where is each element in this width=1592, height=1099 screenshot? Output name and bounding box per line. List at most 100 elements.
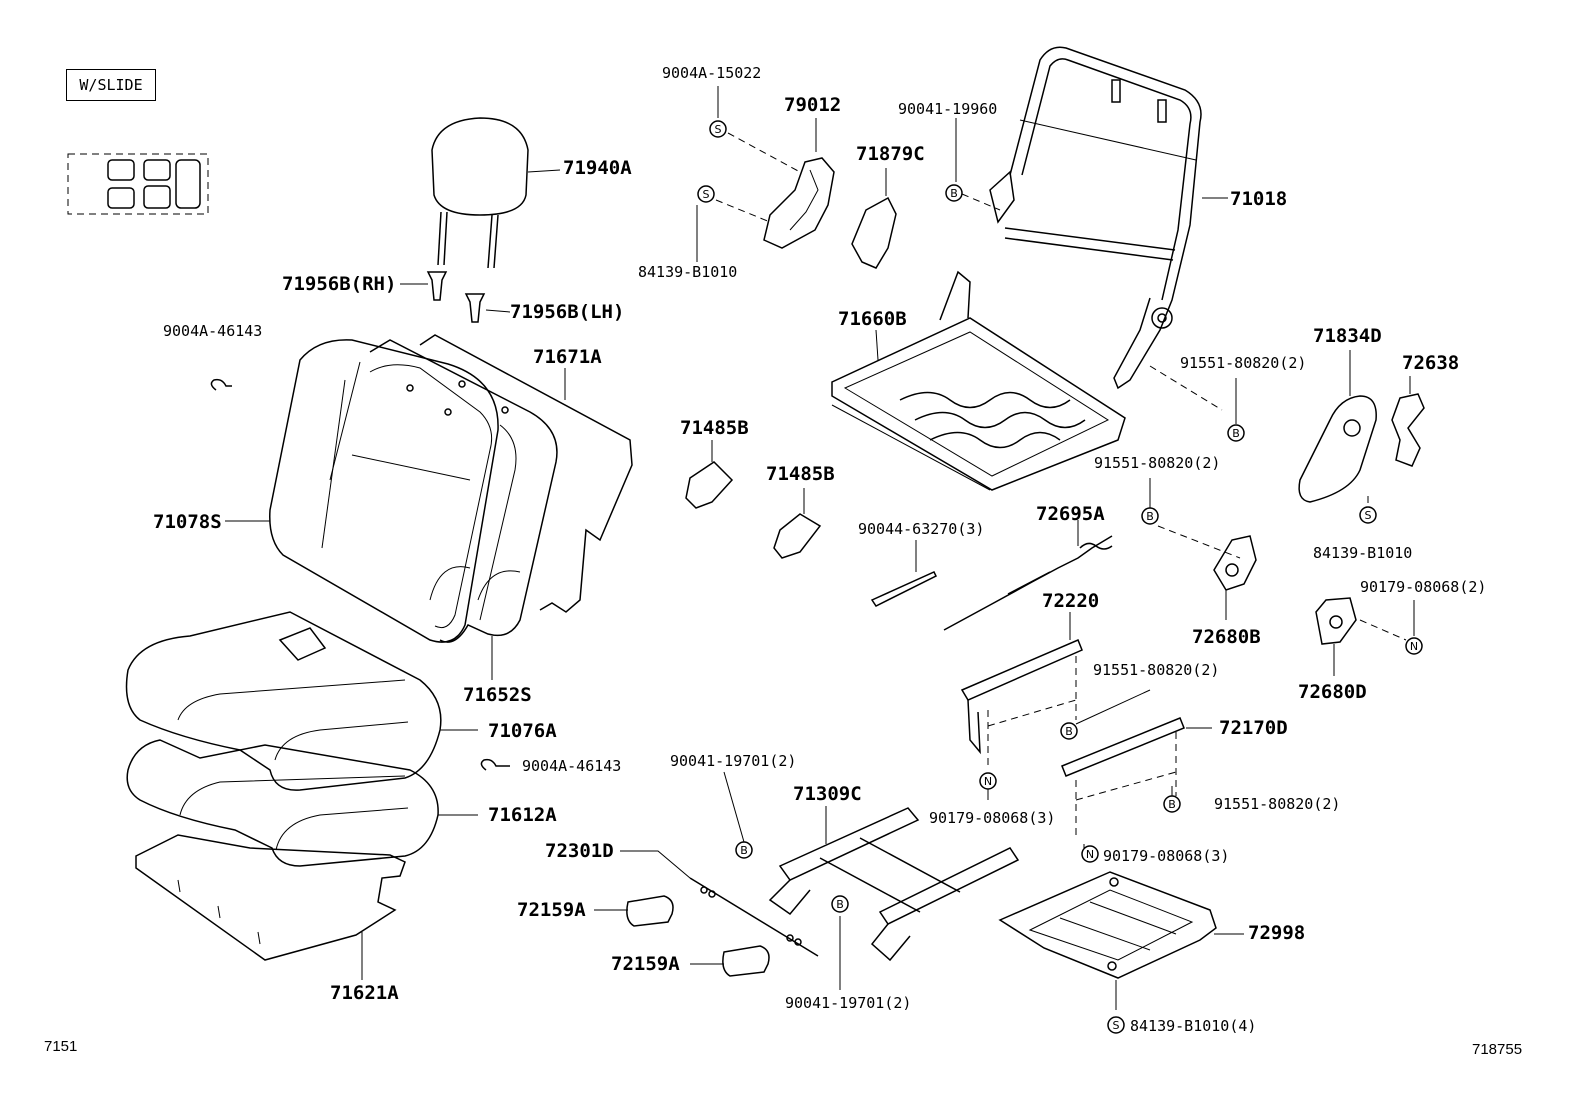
part-label-72998: 72998 (1248, 922, 1306, 944)
release-cable-drawing (943, 520, 1113, 631)
slide-adjuster-drawing (768, 806, 1020, 962)
part-label-91551-80820-c: 91551-80820(2) (1093, 661, 1220, 679)
part-label-72170d: 72170D (1219, 717, 1288, 739)
part-label-71834d: 71834D (1313, 325, 1382, 347)
nut-callout-1: N (1405, 637, 1423, 655)
part-label-72220: 72220 (1042, 590, 1100, 612)
part-label-72680b: 72680B (1192, 626, 1261, 648)
bolt-callout-3: B (1141, 507, 1159, 525)
svg-text:S: S (715, 123, 722, 136)
seat-layout-icon (67, 153, 209, 215)
part-label-71485b-2: 71485B (766, 463, 835, 485)
part-label-72695a: 72695A (1036, 503, 1105, 525)
lock-72680b-drawing (1157, 525, 1257, 620)
part-label-72638: 72638 (1402, 352, 1460, 374)
part-label-90179-08068-mid: 90179-08068(3) (929, 809, 1056, 827)
part-label-90041-19701-bottom: 90041-19701(2) (785, 994, 912, 1012)
part-label-90179-08068-right: 90179-08068(2) (1360, 578, 1487, 596)
recliner-cover-drawing (1298, 350, 1377, 503)
svg-text:N: N (1410, 640, 1418, 653)
part-label-84139-b1010-bottom: 84139-B1010(4) (1130, 1017, 1257, 1035)
svg-text:B: B (1065, 725, 1073, 738)
bolt-callout-6: B (735, 841, 753, 859)
bolt-callout-5: B (1163, 795, 1181, 813)
bolt-callout-7: B (831, 895, 849, 913)
part-label-72680d: 72680D (1298, 681, 1367, 703)
part-label-84139-b1010-right: 84139-B1010 (1313, 544, 1413, 562)
clip-drawing-2 (480, 758, 510, 771)
part-label-71621a: 71621A (330, 982, 399, 1004)
part-label-71956b-rh: 71956B(RH) (282, 273, 397, 295)
svg-text:B: B (1146, 510, 1154, 523)
svg-text:N: N (1086, 848, 1094, 861)
part-label-71671a: 71671A (533, 346, 602, 368)
cover-71879c-drawing (851, 168, 897, 269)
part-label-72159a-2: 72159A (611, 953, 680, 975)
part-label-91551-80820-a: 91551-80820(2) (1180, 354, 1307, 372)
cushion-cover-drawing (125, 611, 478, 791)
screw-callout-2: S (697, 185, 715, 203)
bracket-79012-drawing (696, 86, 835, 262)
headrest-support-drawing (400, 271, 511, 323)
knob-drawing-2 (690, 945, 770, 977)
part-label-71018: 71018 (1230, 188, 1288, 210)
seatback-pad-drawing (369, 339, 558, 680)
part-label-71076a: 71076A (488, 720, 557, 742)
clip-drawing (210, 378, 232, 391)
seatback-cover-drawing (225, 339, 499, 643)
bolt-callout-1: B (945, 184, 963, 202)
callout-leaders (723, 365, 1415, 990)
slide-rail-72170d-drawing (1061, 717, 1212, 840)
part-label-71660b: 71660B (838, 308, 907, 330)
part-label-79012: 79012 (784, 94, 842, 116)
part-label-91551-80820-b: 91551-80820(2) (1094, 454, 1221, 472)
screw-callout-4: S (1107, 1016, 1125, 1034)
part-label-72301d: 72301D (545, 840, 614, 862)
svg-text:S: S (703, 188, 710, 201)
seatback-board-drawing (419, 334, 633, 613)
svg-text:S: S (1113, 1019, 1120, 1032)
svg-text:B: B (950, 187, 958, 200)
part-label-71612a: 71612A (488, 804, 557, 826)
part-label-71485b-1: 71485B (680, 417, 749, 439)
part-label-72159a-1: 72159A (517, 899, 586, 921)
part-label-71940a: 71940A (563, 157, 632, 179)
cushion-sheet-drawing (135, 834, 406, 980)
cover-71485b-1-drawing (685, 461, 734, 509)
knob-drawing-1 (594, 895, 674, 927)
part-label-9004a-46143-bottom: 9004A-46143 (522, 757, 622, 775)
footer-right-code: 718755 (1472, 1041, 1523, 1058)
part-label-71879c: 71879C (856, 143, 925, 165)
lever-drawing (620, 850, 819, 957)
screw-callout-3: S (1359, 506, 1377, 524)
part-label-71956b-lh: 71956B(LH) (510, 301, 625, 323)
part-label-71078s: 71078S (153, 511, 222, 533)
bolt-callout-2: B (1227, 424, 1245, 442)
svg-text:B: B (740, 844, 748, 857)
lock-72680d-drawing (1315, 597, 1407, 676)
svg-text:B: B (1168, 798, 1176, 811)
cable-tie-drawing (870, 571, 938, 607)
part-label-9004a-46143-top: 9004A-46143 (163, 322, 263, 340)
part-label-90179-08068-low: 90179-08068(3) (1103, 847, 1230, 865)
seatback-frame-drawing (955, 46, 1228, 390)
slide-rail-72220-drawing (960, 612, 1083, 770)
nut-callout-3: N (1081, 845, 1099, 863)
bolt-callout-4: B (1060, 722, 1078, 740)
part-label-90044-63270: 90044-63270(3) (858, 520, 985, 538)
part-label-71652s: 71652S (463, 684, 532, 706)
svg-text:B: B (836, 898, 844, 911)
part-label-90041-19960: 90041-19960 (898, 100, 998, 118)
screw-callout-1: S (709, 120, 727, 138)
part-label-71309c: 71309C (793, 783, 862, 805)
nut-callout-2: N (979, 772, 997, 790)
part-label-90041-19701-top: 90041-19701(2) (670, 752, 797, 770)
svg-text:S: S (1365, 509, 1372, 522)
svg-text:B: B (1232, 427, 1240, 440)
part-label-9004a-15022: 9004A-15022 (662, 64, 762, 82)
part-label-84139-b1010-top: 84139-B1010 (638, 263, 738, 281)
tray-drawing (998, 871, 1244, 1010)
variant-label: W/SLIDE (66, 69, 156, 101)
cover-72638-drawing (1391, 376, 1425, 467)
